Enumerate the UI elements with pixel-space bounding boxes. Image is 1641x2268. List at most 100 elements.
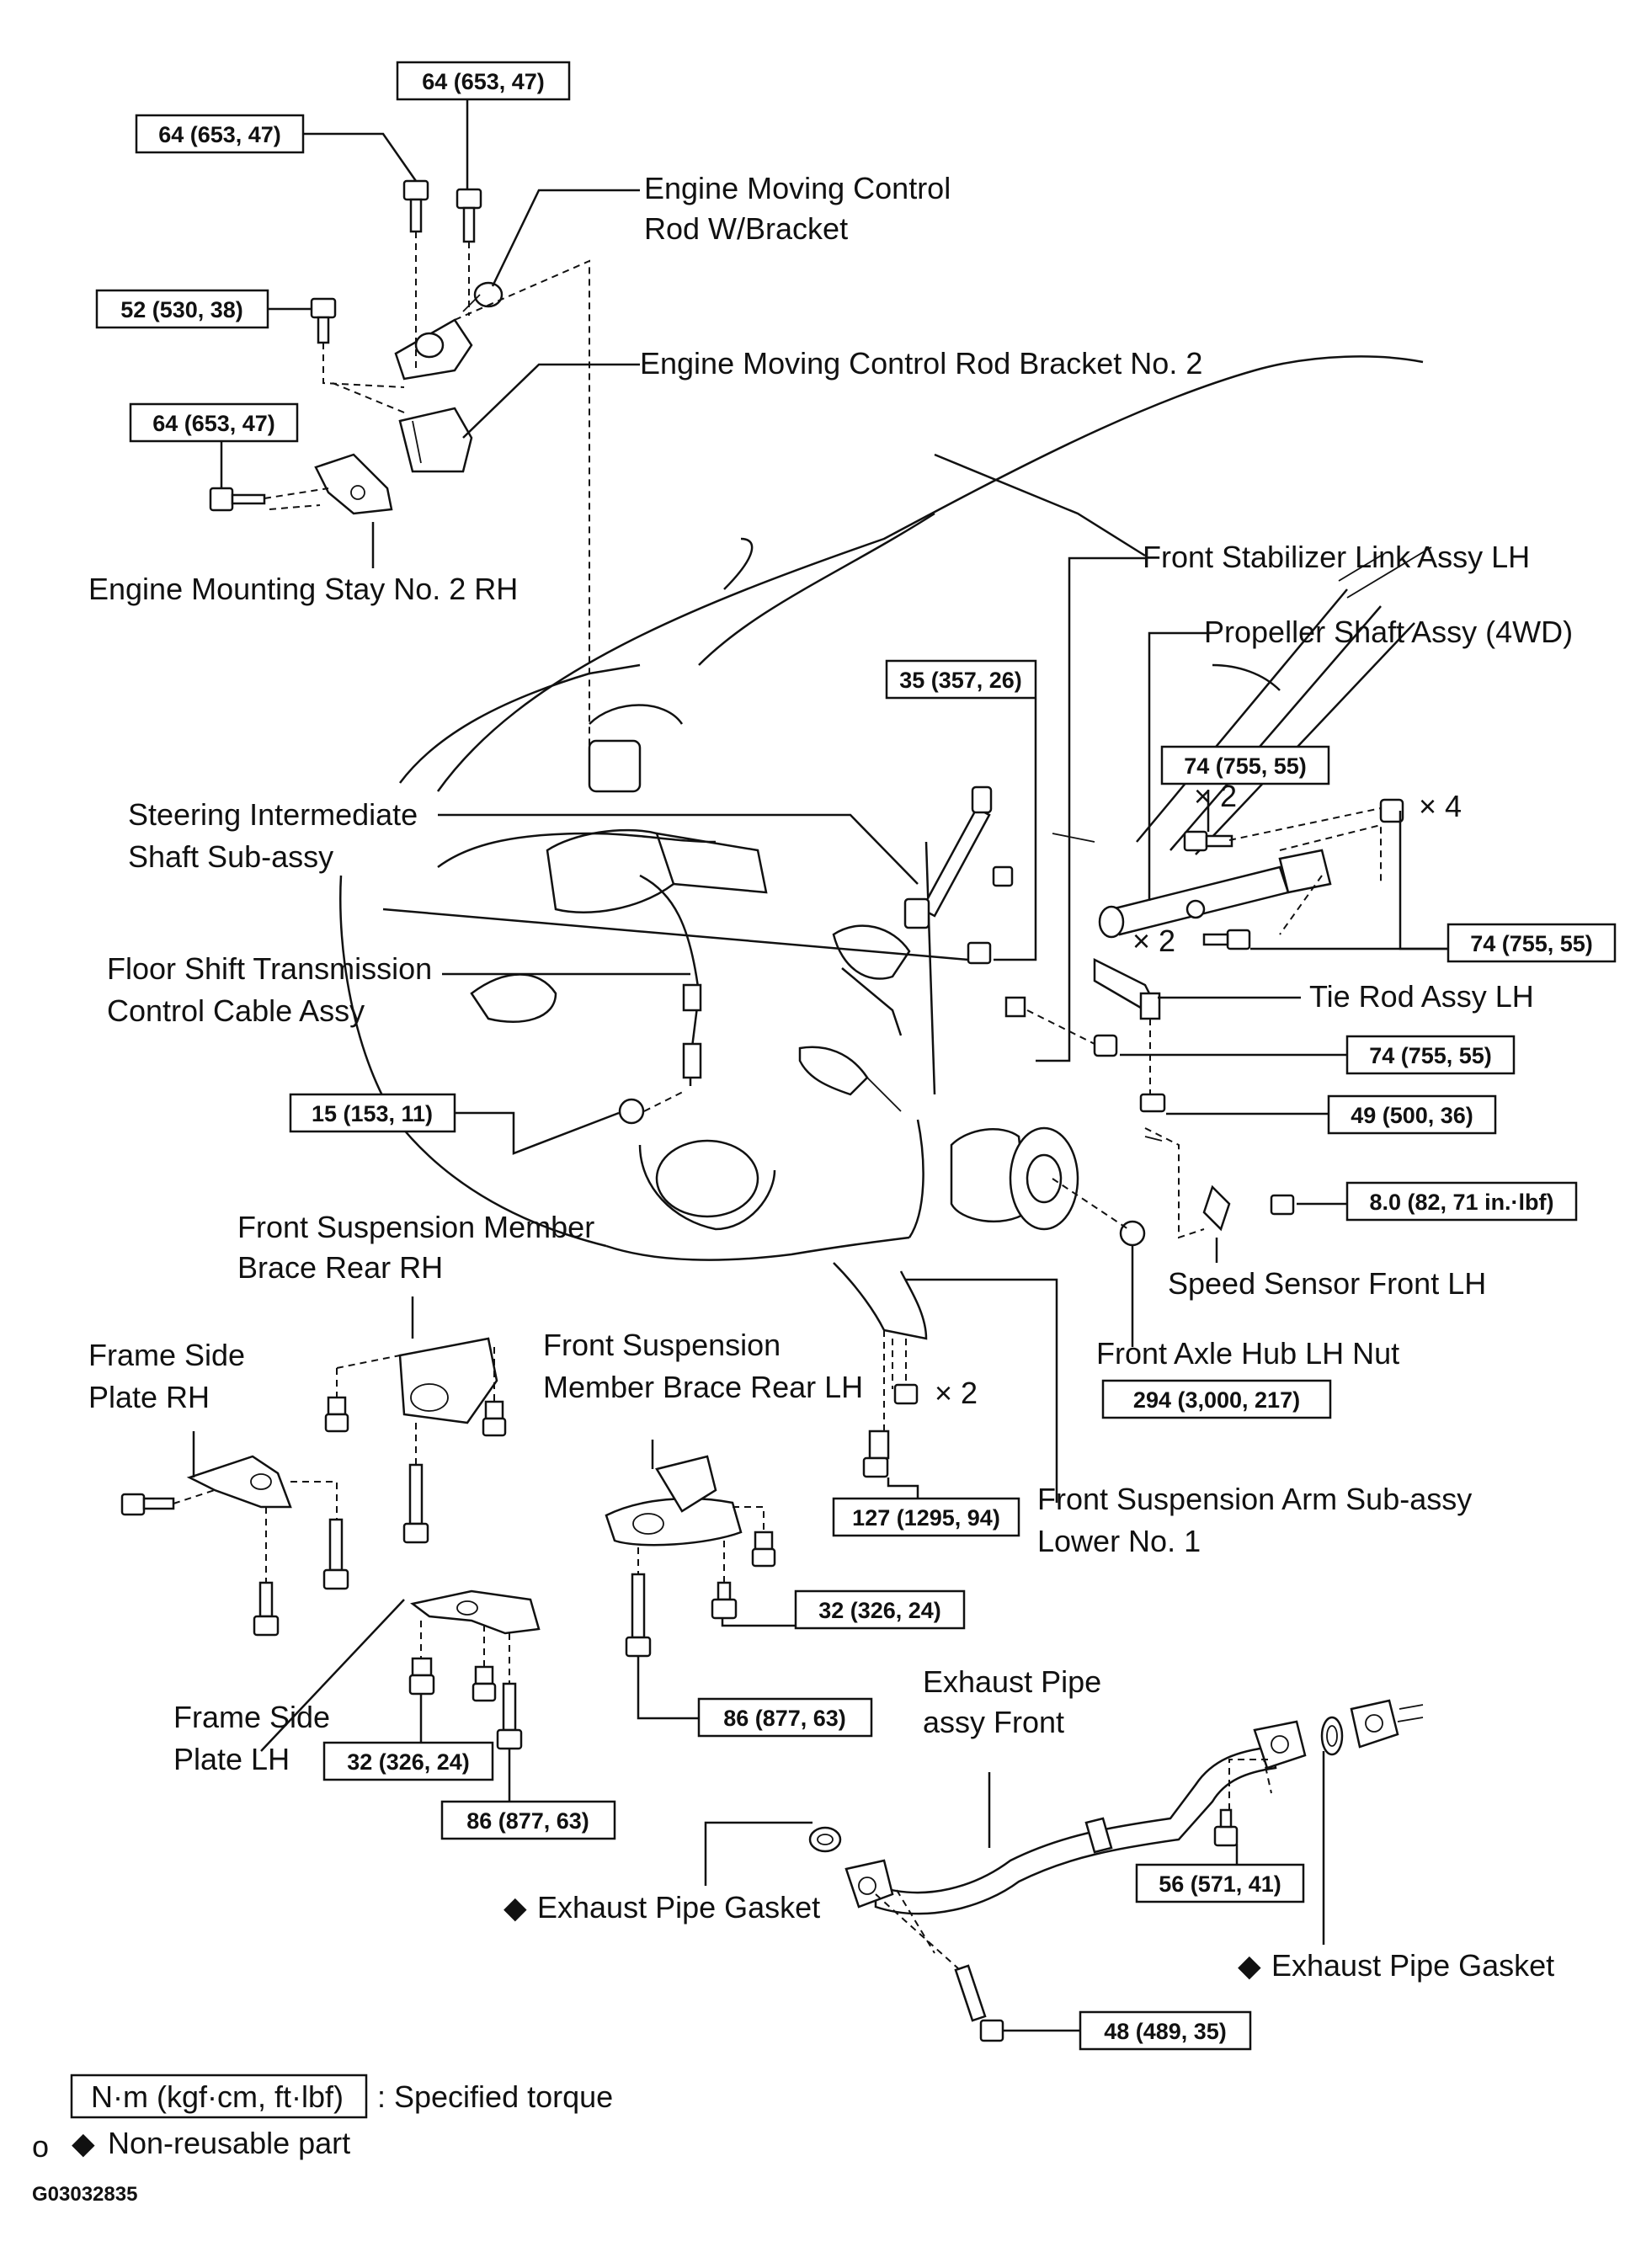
torque-value: 56 (571, 41) (1159, 1871, 1281, 1897)
frame-side-plate-rh-icon (120, 1455, 349, 1637)
legend-unit-desc: : Specified torque (377, 2079, 613, 2114)
torque-rod-bolt-left: 64 (653, 47) (135, 114, 305, 154)
propeller-upper-bolt-icon (1183, 830, 1233, 852)
torque-propeller-upper-bolt: 74 (755, 55) (1160, 745, 1330, 785)
label-shift-cable-line1: Floor Shift Transmission (107, 951, 432, 986)
torque-frame-lh-long-bolt: 86 (877, 63) (440, 1800, 616, 1840)
torque-value: 294 (3,000, 217) (1133, 1387, 1300, 1413)
torque-value: 15 (153, 11) (312, 1101, 433, 1126)
rod-bolt-left-icon (402, 179, 429, 233)
torque-value: 74 (755, 55) (1369, 1043, 1492, 1068)
mult-prop-lower: × 2 (1132, 924, 1175, 958)
legend-diamond: ◆ (72, 2126, 95, 2160)
torque-exhaust-front-bolt: 48 (489, 35) (1079, 2010, 1252, 2051)
torque-cable-nut: 15 (153, 11) (289, 1093, 456, 1133)
label-mounting-stay: Engine Mounting Stay No. 2 RH (88, 572, 518, 606)
legend: N·m (kgf·cm, ft·lbf) : Specified torque … (32, 2074, 613, 2206)
frame-side-plate-lh-icon (408, 1589, 541, 1750)
torque-tie-rod-nut: 49 (500, 36) (1327, 1094, 1497, 1135)
label-shift-cable-line2: Control Cable Assy (107, 993, 365, 1028)
engine-mount-assembly (209, 179, 590, 783)
torque-stay-bolt: 64 (653, 47) (129, 402, 299, 443)
torque-value: 32 (326, 24) (347, 1749, 470, 1775)
label-stabilizer-link: Front Stabilizer Link Assy LH (1143, 540, 1530, 574)
label-rod-w-bracket-line2: Rod W/Bracket (644, 211, 848, 246)
label-frame-rh-line2: Plate RH (88, 1380, 210, 1414)
label-rod-bracket-no2: Engine Moving Control Rod Bracket No. 2 (640, 346, 1202, 381)
torque-value: 74 (755, 55) (1470, 931, 1593, 956)
figure-id: G03032835 (32, 2183, 137, 2206)
torque-value: 64 (653, 47) (422, 69, 545, 94)
bracket-bolt-icon (310, 297, 337, 344)
torque-value: 35 (357, 26) (899, 668, 1022, 693)
label-exhaust-pipe-line2: assy Front (923, 1705, 1064, 1739)
label-lower-arm-line1: Front Suspension Arm Sub-assy (1037, 1482, 1472, 1516)
gasket-right-icon (1320, 1716, 1344, 1756)
diamond-marker-left: ◆ (503, 1890, 527, 1925)
engine-moving-control-rod-icon (394, 281, 503, 381)
label-frame-lh-line1: Frame Side (173, 1700, 330, 1734)
mult-prop-nut: × 4 (1419, 789, 1462, 823)
label-brace-lh-line2: Member Brace Rear LH (543, 1370, 863, 1404)
torque-intermediate-shaft-bolt: 35 (357, 26) (885, 659, 1037, 700)
label-speed-sensor: Speed Sensor Front LH (1168, 1266, 1486, 1301)
torque-brace-lh-bolt: 32 (326, 24) (794, 1589, 966, 1630)
vehicle-body-outline (339, 355, 1432, 1261)
mult-arm: × 2 (935, 1376, 978, 1410)
torque-value: 64 (653, 47) (158, 122, 281, 147)
gasket-left-icon (808, 1826, 842, 1853)
propeller-lower-bolt-icon (1202, 929, 1251, 950)
torque-rod-bolt-top: 64 (653, 47) (396, 61, 571, 101)
legend-marker: o (32, 2129, 49, 2164)
torque-spec-boxes: 64 (653, 47) 64 (653, 47) 52 (530, 38) 6… (95, 61, 1617, 2051)
tie-rod-icon (1093, 957, 1166, 1113)
torque-value: 32 (326, 24) (818, 1598, 941, 1623)
steering-shaft-icon (903, 785, 1014, 965)
part-labels: Engine Moving Control Rod W/Bracket Engi… (88, 171, 1573, 1983)
label-lower-arm-line2: Lower No. 1 (1037, 1524, 1201, 1558)
axle-hub-nut-icon (1119, 1220, 1146, 1247)
speed-sensor-icon (1202, 1185, 1295, 1232)
legend-unit-box: N·m (kgf·cm, ft·lbf) (91, 2079, 344, 2114)
label-frame-rh-line1: Frame Side (88, 1338, 245, 1372)
propeller-shaft-assembly (1098, 798, 1404, 950)
torque-axle-hub-nut: 294 (3,000, 217) (1101, 1379, 1332, 1419)
diamond-marker-right: ◆ (1238, 1948, 1261, 1983)
torque-value: 48 (489, 35) (1104, 2019, 1227, 2044)
label-propeller-shaft: Propeller Shaft Assy (4WD) (1204, 615, 1573, 649)
exhaust-mount-plate-icon (1350, 1699, 1424, 1749)
torque-bracket-bolt: 52 (530, 38) (95, 289, 269, 329)
exhaust-flange-bolt-icon (1213, 1808, 1239, 1847)
torque-stabilizer-nut: 74 (755, 55) (1345, 1035, 1516, 1075)
torque-frame-lh-bolt: 32 (326, 24) (322, 1741, 494, 1781)
label-rod-w-bracket-line1: Engine Moving Control (644, 171, 951, 205)
label-exhaust-pipe-line1: Exhaust Pipe (923, 1664, 1101, 1699)
torque-speed-sensor-bolt: 8.0 (82, 71 in.·lbf) (1345, 1181, 1578, 1222)
torque-exhaust-flange-bolt: 56 (571, 41) (1135, 1863, 1305, 1903)
torque-value: 86 (877, 63) (723, 1706, 846, 1731)
torque-value: 64 (653, 47) (152, 411, 275, 436)
exhaust-front-flange-icon (844, 1859, 894, 1909)
brace-rear-rh-icon (324, 1337, 507, 1544)
label-tie-rod: Tie Rod Assy LH (1309, 979, 1534, 1014)
hub-knuckle-assembly (798, 957, 1295, 1247)
label-axle-hub-nut: Front Axle Hub LH Nut (1096, 1336, 1399, 1371)
torque-value: 127 (1295, 94) (852, 1505, 1000, 1531)
engine-moving-control-rod-bracket-icon (398, 407, 473, 473)
label-steering-shaft-line1: Steering Intermediate (128, 797, 418, 832)
mult-prop-upper: × 2 (1194, 779, 1237, 813)
torque-arm-bolt: 127 (1295, 94) (832, 1497, 1020, 1537)
brace-rear-lh-icon (605, 1455, 776, 1658)
exhaust-pipe-assembly (808, 1699, 1424, 2042)
legend-nonreusable: Non-reusable part (108, 2126, 350, 2160)
torque-propeller-lower-bolt: 74 (755, 55) (1447, 923, 1617, 963)
torque-value: 74 (755, 55) (1184, 753, 1307, 779)
exhaust-front-bolt-icon (954, 1964, 1004, 2042)
label-frame-lh-line2: Plate LH (173, 1742, 290, 1776)
torque-value: 8.0 (82, 71 in.·lbf) (1369, 1190, 1553, 1215)
torque-value: 49 (500, 36) (1351, 1103, 1473, 1128)
torque-value: 86 (877, 63) (466, 1808, 589, 1834)
stay-bolt-icon (209, 487, 266, 512)
label-gasket-left: Exhaust Pipe Gasket (537, 1890, 820, 1925)
label-brace-lh-line1: Front Suspension (543, 1328, 781, 1362)
